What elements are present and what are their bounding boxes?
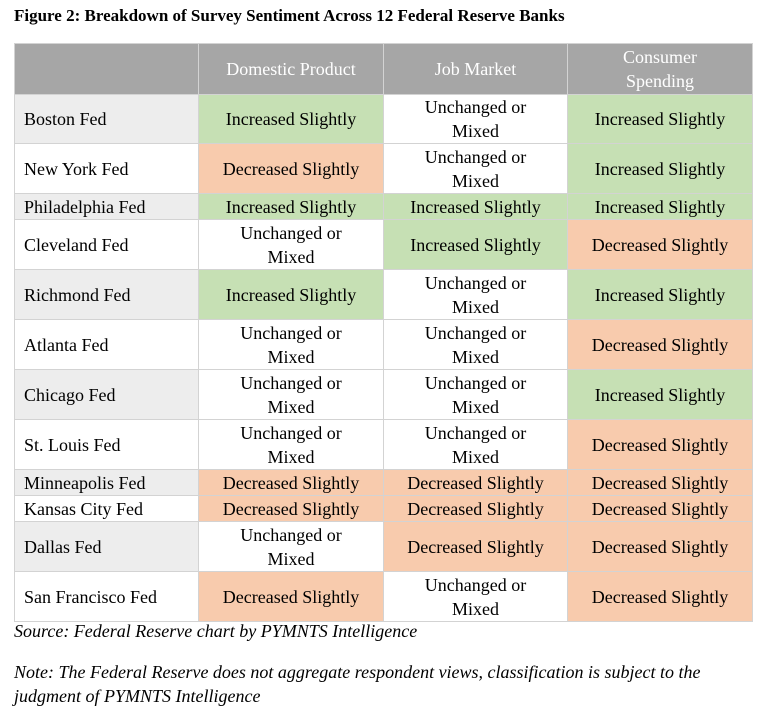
- sentiment-cell: Increased Slightly: [567, 269, 753, 320]
- sentiment-cell: Unchanged or Mixed: [383, 319, 568, 370]
- sentiment-table: Domestic Product Job Market Consumer Spe…: [14, 43, 753, 622]
- sentiment-cell: Increased Slightly: [383, 193, 568, 220]
- sentiment-cell: Unchanged or Mixed: [198, 521, 384, 572]
- sentiment-cell: Unchanged or Mixed: [198, 419, 384, 470]
- sentiment-cell: Unchanged or Mixed: [383, 94, 568, 144]
- sentiment-cell: Increased Slightly: [567, 193, 753, 220]
- bank-name-cell: San Francisco Fed: [14, 571, 199, 622]
- sentiment-cell: Decreased Slightly: [567, 521, 753, 572]
- sentiment-cell: Increased Slightly: [198, 94, 384, 144]
- sentiment-cell: Decreased Slightly: [567, 495, 753, 522]
- sentiment-cell: Unchanged or Mixed: [383, 369, 568, 420]
- bank-name-cell: Cleveland Fed: [14, 219, 199, 270]
- methodology-note: Note: The Federal Reserve does not aggre…: [14, 662, 701, 706]
- sentiment-cell: Unchanged or Mixed: [198, 219, 384, 270]
- sentiment-cell: Decreased Slightly: [198, 143, 384, 194]
- header-domestic-product: Domestic Product: [198, 43, 384, 95]
- bank-name-cell: New York Fed: [14, 143, 199, 194]
- bank-name-cell: Kansas City Fed: [14, 495, 199, 522]
- sentiment-cell: Increased Slightly: [198, 193, 384, 220]
- sentiment-cell: Increased Slightly: [567, 94, 753, 144]
- sentiment-cell: Decreased Slightly: [567, 571, 753, 622]
- bank-name-cell: Philadelphia Fed: [14, 193, 199, 220]
- sentiment-cell: Decreased Slightly: [567, 419, 753, 470]
- sentiment-cell: Unchanged or Mixed: [383, 143, 568, 194]
- bank-name-cell: Chicago Fed: [14, 369, 199, 420]
- header-row: Domestic Product Job Market Consumer Spe…: [14, 43, 753, 95]
- figure-title: Figure 2: Breakdown of Survey Sentiment …: [14, 6, 565, 25]
- sentiment-cell: Increased Slightly: [567, 369, 753, 420]
- sentiment-cell: Decreased Slightly: [383, 495, 568, 522]
- bank-name-cell: St. Louis Fed: [14, 419, 199, 470]
- sentiment-cell: Unchanged or Mixed: [383, 571, 568, 622]
- sentiment-cell: Decreased Slightly: [198, 571, 384, 622]
- bank-name-cell: Richmond Fed: [14, 269, 199, 320]
- sentiment-cell: Decreased Slightly: [383, 469, 568, 496]
- sentiment-cell: Unchanged or Mixed: [198, 369, 384, 420]
- sentiment-cell: Increased Slightly: [383, 219, 568, 270]
- sentiment-cell: Increased Slightly: [198, 269, 384, 320]
- sentiment-cell: Unchanged or Mixed: [383, 269, 568, 320]
- header-consumer-spending-label: Consumer Spending: [623, 47, 697, 91]
- sentiment-cell: Unchanged or Mixed: [198, 319, 384, 370]
- sentiment-cell: Decreased Slightly: [198, 469, 384, 496]
- header-corner: [14, 43, 199, 95]
- source-note: Source: Federal Reserve chart by PYMNTS …: [14, 621, 418, 641]
- bank-name-cell: Minneapolis Fed: [14, 469, 199, 496]
- sentiment-cell: Increased Slightly: [567, 143, 753, 194]
- bank-name-cell: Atlanta Fed: [14, 319, 199, 370]
- sentiment-cell: Decreased Slightly: [567, 469, 753, 496]
- sentiment-cell: Decreased Slightly: [198, 495, 384, 522]
- bank-name-cell: Dallas Fed: [14, 521, 199, 572]
- bank-name-cell: Boston Fed: [14, 94, 199, 144]
- sentiment-cell: Decreased Slightly: [383, 521, 568, 572]
- sentiment-cell: Decreased Slightly: [567, 319, 753, 370]
- sentiment-cell: Unchanged or Mixed: [383, 419, 568, 470]
- header-job-market: Job Market: [383, 43, 568, 95]
- header-consumer-spending: Consumer Spending: [567, 43, 753, 95]
- sentiment-cell: Decreased Slightly: [567, 219, 753, 270]
